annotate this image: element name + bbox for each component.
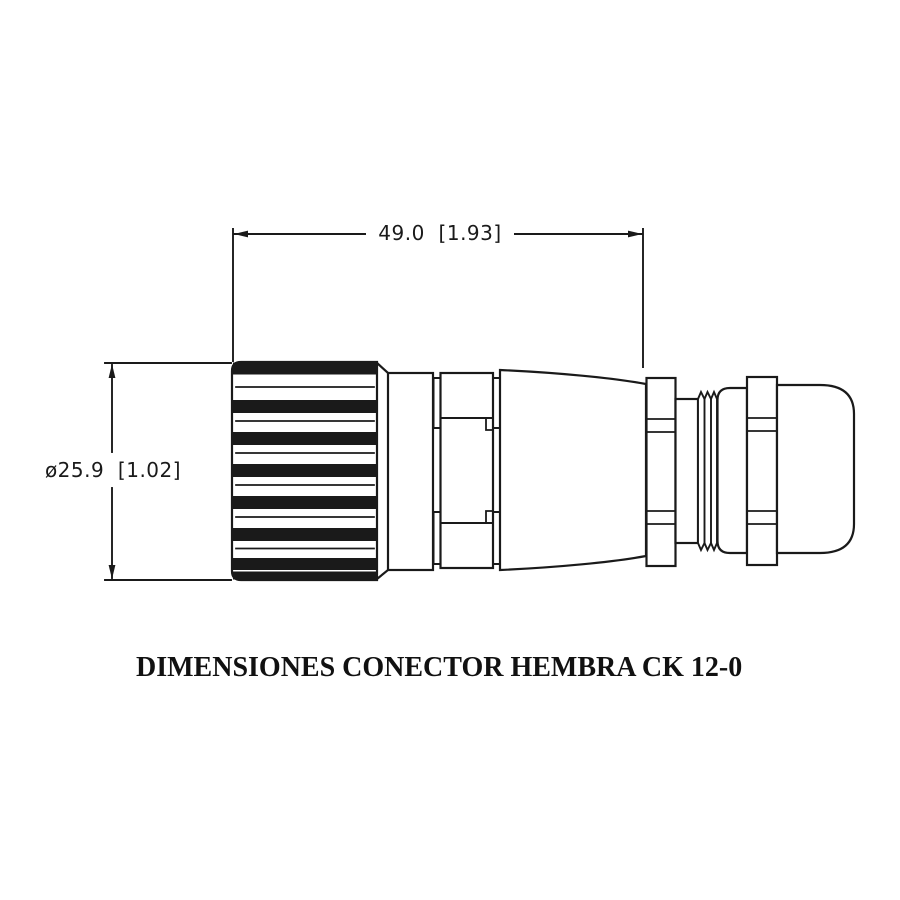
- knurl-groove-lines: [235, 386, 375, 550]
- arrowhead-up: [108, 364, 116, 378]
- gland-cap: [775, 383, 856, 555]
- gland-ring: [716, 386, 749, 555]
- arrowhead-left: [234, 230, 248, 238]
- knurl-ribs: [233, 362, 376, 580]
- diameter-dimension-label: ø25.9 [1.02]: [40, 457, 186, 483]
- collar-section: [375, 361, 435, 581]
- connector-outline: [230, 360, 856, 582]
- center-block-section: [439, 371, 495, 570]
- arrowhead-down: [108, 565, 116, 579]
- rear-flange-1: [645, 376, 677, 568]
- tapered-body: [498, 368, 648, 572]
- length-dimension: [232, 228, 644, 368]
- threads: [697, 389, 718, 553]
- diameter-dimension: [104, 362, 232, 581]
- knurled-coupling-nut: [230, 360, 379, 582]
- neck-section: [674, 397, 700, 545]
- rear-flange-2: [745, 375, 779, 567]
- arrowhead-right: [628, 230, 642, 238]
- length-dimension-label: 49.0 [1.93]: [366, 220, 514, 246]
- drawing-caption: DIMENSIONES CONECTOR HEMBRA CK 12-0: [136, 652, 743, 683]
